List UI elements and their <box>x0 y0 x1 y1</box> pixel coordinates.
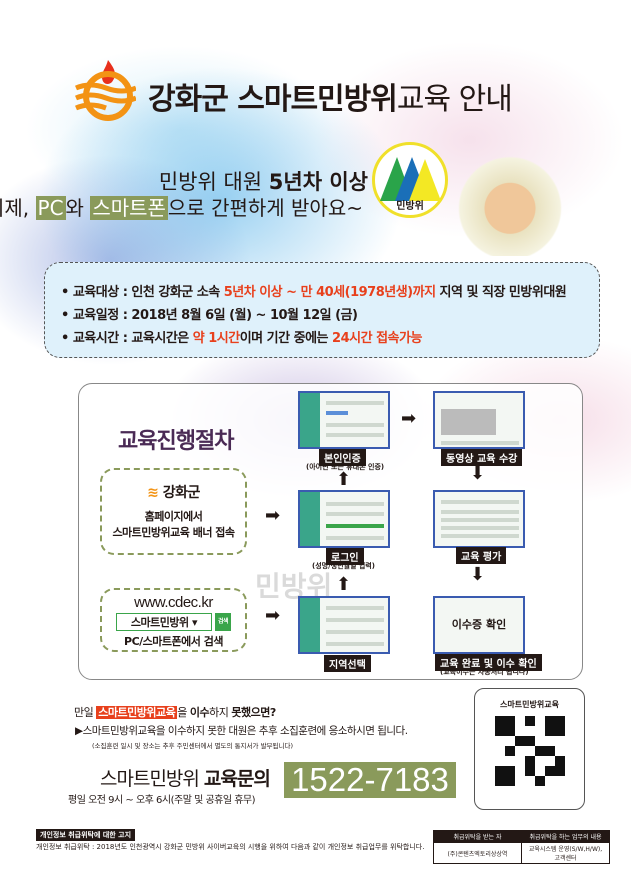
intro-line1: 민방위 대원 5년차 이상 <box>158 170 368 194</box>
info-box: • 교육대상 : 인천 강화군 소속 5년차 이상 ~ 만 40세(1978년생… <box>44 262 600 358</box>
contact-label: 스마트민방위 교육문의 <box>100 768 271 790</box>
step-caption: (성명/생년월일 입력) <box>312 562 375 570</box>
screen-evaluation <box>433 490 525 548</box>
screen-region-select <box>298 596 390 654</box>
process-title: 교육진행절차 <box>118 429 234 454</box>
info-target: • 교육대상 : 인천 강화군 소속 5년차 이상 ~ 만 40세(1978년생… <box>61 285 567 300</box>
screen-login <box>298 490 390 548</box>
ganghwa-logo-icon <box>75 60 136 121</box>
contact-phone[interactable]: 1522-7183 <box>284 762 456 798</box>
step-label: 지역선택 <box>324 655 371 672</box>
ganghwa-small-logo-icon: ≋ <box>147 485 159 501</box>
screen-video-lecture <box>433 391 525 449</box>
arrow-right-icon: ➡ <box>401 408 417 429</box>
arrow-up-icon: ⬆ <box>336 574 352 595</box>
qr-code-icon[interactable] <box>494 716 565 786</box>
step-label: 교육 완료 및 이수 확인 <box>435 654 542 671</box>
step-label: 교육 평가 <box>456 547 507 564</box>
arrow-right-icon: ➡ <box>265 605 281 626</box>
mountain-logo-icon <box>380 157 441 201</box>
mascot-photo <box>450 150 570 256</box>
arrow-up-icon: ⬆ <box>336 469 352 490</box>
step-search: www.cdec.kr 스마트민방위 ▾ 검색 PC/스마트폰에서 검색 <box>100 588 247 652</box>
search-input[interactable]: 스마트민방위 ▾ <box>115 613 212 631</box>
screen-certificate: 이수증 확인 <box>433 596 525 654</box>
contact-hours: 평일 오전 9시 ~ 오후 6시(주말 및 공휴일 휴무) <box>68 795 256 806</box>
step-homepage: ≋ 강화군 홈페이지에서 스마트민방위교육 배너 접속 <box>100 468 247 555</box>
arrow-down-icon: ⬇ <box>470 463 486 484</box>
footer-title: 개인정보 취급위탁에 대한 고지 <box>36 829 136 841</box>
step-label: 로그인 <box>326 548 364 565</box>
footer-text: 개인정보 취급위탁 : 2018년도 인천광역시 강화군 민방위 사이버교육의 … <box>36 843 425 851</box>
step-caption: (아이핀 또는 휴대폰 인증) <box>306 463 385 471</box>
info-schedule: • 교육일정 : 2018년 8월 6일 (월) ~ 10월 12일 (금) <box>61 308 358 323</box>
screen-identity-verification <box>298 391 390 449</box>
arrow-down-icon: ⬇ <box>470 564 486 585</box>
arrow-right-icon: ➡ <box>265 505 281 526</box>
step-label: 본인인증 <box>319 449 366 466</box>
minbangwi-badge: 민방위 <box>372 142 448 218</box>
notice-line: ▶스마트민방위교육을 이수하지 못한 대원은 추후 소집훈련에 응소하시면 됩니… <box>75 725 408 737</box>
qr-box: 스마트민방위교육 <box>474 688 585 810</box>
notice-small: (소집훈련 일시 및 장소는 추후 주민센터에서 별도의 통지서가 발부됩니다) <box>92 742 294 750</box>
page-title: 강화군 스마트민방위교육 안내 <box>148 82 513 117</box>
search-button[interactable]: 검색 <box>214 613 232 631</box>
info-time: • 교육시간 : 교육시간은 약 1시간이며 기간 중에는 24시간 접속가능 <box>61 331 422 346</box>
step-label: 동영상 교육 수강 <box>441 449 523 466</box>
step-caption: (교육이수는 자동처리 됩니다) <box>440 668 529 676</box>
